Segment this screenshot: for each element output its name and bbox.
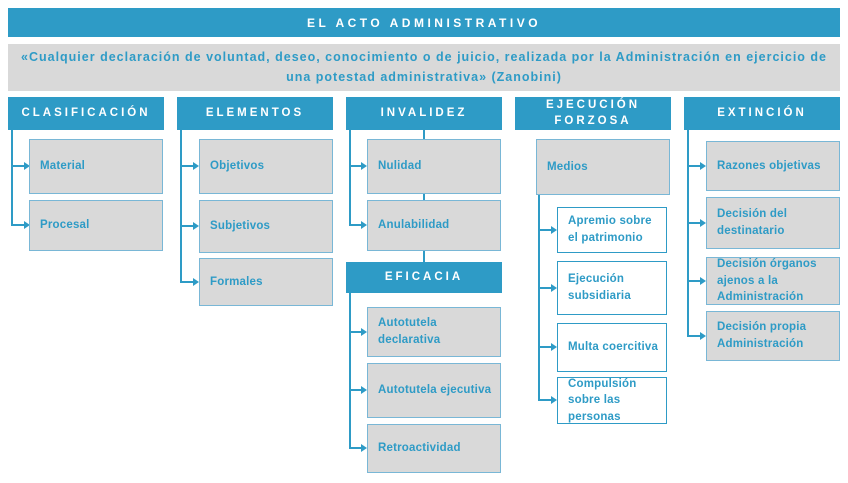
column-header-elementos: ELEMENTOS bbox=[177, 97, 333, 130]
connector-line bbox=[180, 130, 182, 282]
node-ejecucion-subsidiaria: Ejecución subsidiaria bbox=[557, 261, 667, 315]
node-retroactividad: Retroactividad bbox=[367, 424, 501, 473]
node-subjetivos: Subjetivos bbox=[199, 200, 333, 253]
connector-arrow-icon bbox=[538, 284, 557, 292]
connector-line bbox=[423, 130, 425, 139]
page-title: EL ACTO ADMINISTRATIVO bbox=[8, 8, 840, 37]
column-header-extincion: EXTINCIÓN bbox=[684, 97, 840, 130]
column-header-eficacia: EFICACIA bbox=[346, 262, 502, 293]
node-formales: Formales bbox=[199, 258, 333, 306]
connector-arrow-icon bbox=[349, 162, 367, 170]
node-autotutela-declarativa: Autotutela declarativa bbox=[367, 307, 501, 357]
connector-arrow-icon bbox=[180, 222, 199, 230]
node-nulidad: Nulidad bbox=[367, 139, 501, 194]
connector-arrow-icon bbox=[349, 444, 367, 452]
connector-line bbox=[349, 293, 351, 448]
connector-line bbox=[11, 130, 13, 226]
connector-arrow-icon bbox=[180, 162, 199, 170]
node-razones-objetivas: Razones objetivas bbox=[706, 141, 840, 191]
connector-arrow-icon bbox=[11, 221, 30, 229]
column-header-clasificacion: CLASIFICACIÓN bbox=[8, 97, 164, 130]
node-objetivos: Objetivos bbox=[199, 139, 333, 194]
node-multa-coercitiva: Multa coercitiva bbox=[557, 323, 667, 372]
connector-line bbox=[687, 130, 689, 336]
connector-arrow-icon bbox=[687, 162, 706, 170]
connector-line bbox=[349, 130, 351, 225]
node-decision-propia: Decisión propia Administración bbox=[706, 311, 840, 361]
connector-arrow-icon bbox=[180, 278, 199, 286]
node-decision-destinatario: Decisión del destinatario bbox=[706, 197, 840, 249]
node-autotutela-ejecutiva: Autotutela ejecutiva bbox=[367, 363, 501, 418]
connector-arrow-icon bbox=[349, 328, 367, 336]
connector-line bbox=[423, 251, 425, 262]
node-procesal: Procesal bbox=[29, 200, 163, 251]
node-medios: Medios bbox=[536, 139, 670, 195]
connector-line bbox=[423, 194, 425, 200]
connector-arrow-icon bbox=[349, 221, 367, 229]
node-material: Material bbox=[29, 139, 163, 194]
node-decision-organos-ajenos: Decisión órganos ajenos a la Administrac… bbox=[706, 257, 840, 305]
connector-arrow-icon bbox=[687, 219, 706, 227]
definition-quote: «Cualquier declaración de voluntad, dese… bbox=[8, 44, 840, 91]
node-apremio-patrimonio: Apremio sobre el patrimonio bbox=[557, 207, 667, 253]
connector-arrow-icon bbox=[349, 386, 367, 394]
connector-arrow-icon bbox=[538, 343, 557, 351]
connector-arrow-icon bbox=[538, 226, 557, 234]
column-header-invalidez: INVALIDEZ bbox=[346, 97, 502, 130]
connector-arrow-icon bbox=[687, 332, 706, 340]
column-header-ejecucion-forzosa: EJECUCIÓN FORZOSA bbox=[515, 97, 671, 130]
connector-arrow-icon bbox=[538, 396, 557, 404]
connector-arrow-icon bbox=[687, 277, 706, 285]
node-compulsion-personas: Compulsión sobre las personas bbox=[557, 377, 667, 424]
node-anulabilidad: Anulabilidad bbox=[367, 200, 501, 251]
connector-arrow-icon bbox=[11, 162, 30, 170]
connector-line bbox=[538, 195, 540, 400]
